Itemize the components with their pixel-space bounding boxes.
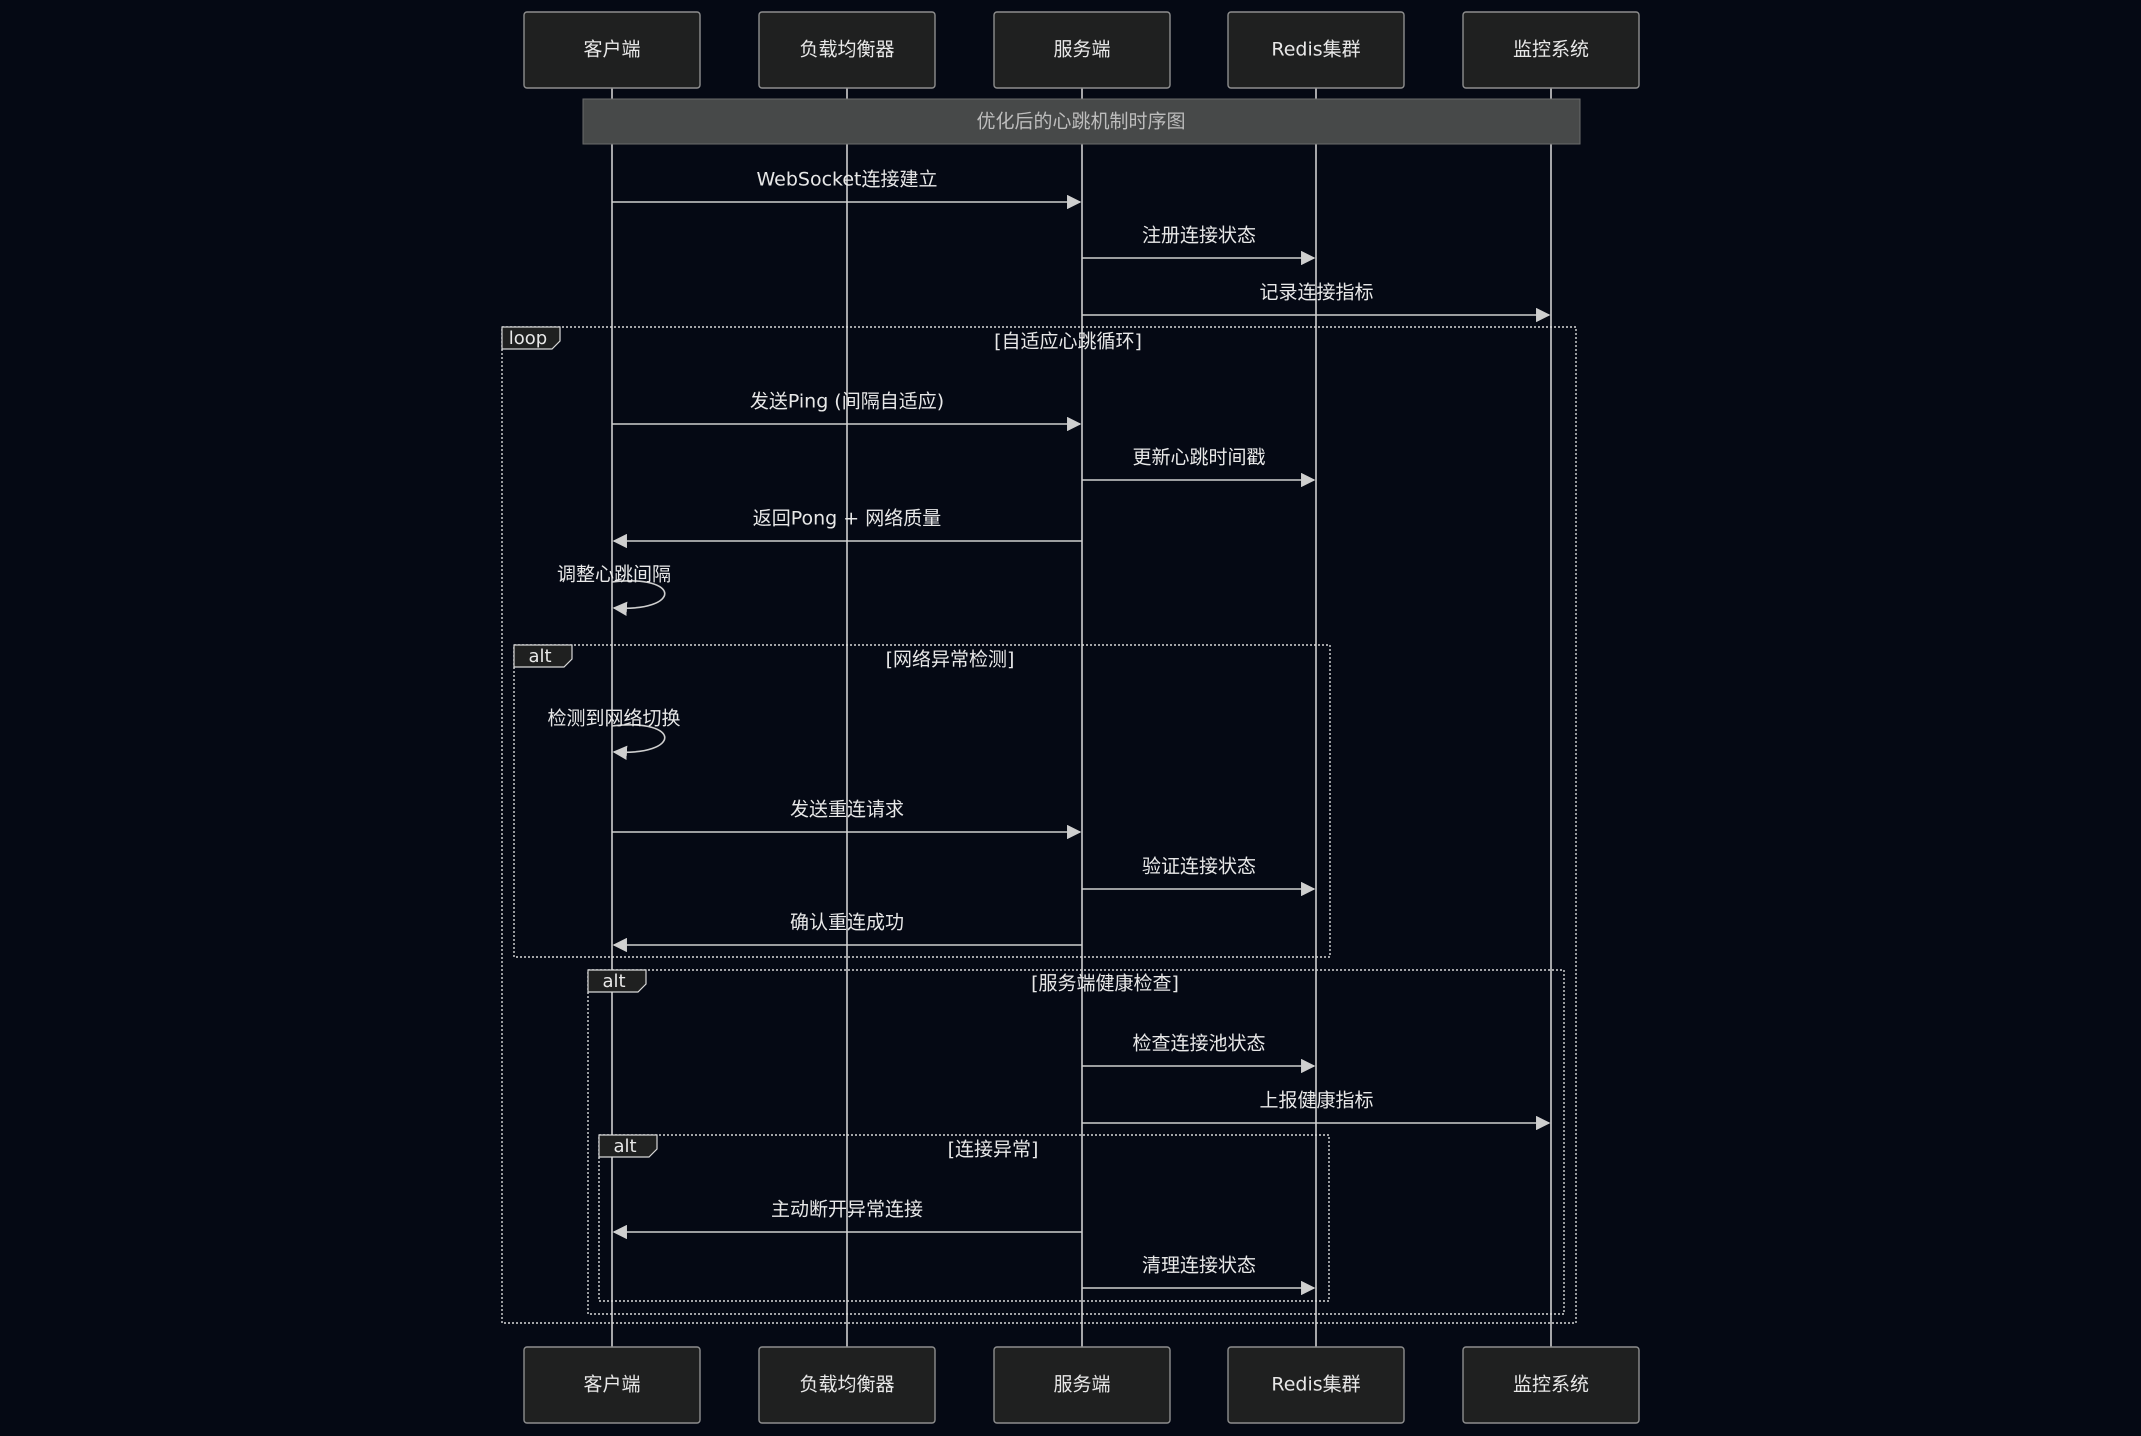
self-message-arrow: [611, 580, 666, 616]
participant-label-server: 服务端: [1053, 39, 1110, 61]
participant-box-lb-top: [758, 11, 936, 89]
participant-box-lb-bottom: [758, 1346, 936, 1424]
participant-box-redis-top: [1227, 11, 1405, 89]
message-label: 更新心跳时间戳: [1132, 447, 1265, 469]
note-banner: [582, 98, 1581, 145]
message-label: 确认重连成功: [790, 912, 904, 934]
participant-box-redis-bottom: [1227, 1346, 1405, 1424]
message-label: 返回Pong + 网络质量: [753, 508, 942, 530]
participant-box-server-top: [993, 11, 1171, 89]
participant-box-monitor-top: [1462, 11, 1640, 89]
frame-alt-box: [513, 644, 1331, 958]
participant-box-server-bottom: [993, 1346, 1171, 1424]
message-label: 清理连接状态: [1142, 1255, 1256, 1277]
frame-condition: [网络异常检测]: [886, 649, 1015, 671]
frame-alt-box: [598, 1134, 1330, 1302]
participant-label-lb: 负载均衡器: [799, 1374, 894, 1396]
message-label: 调整心跳间隔: [557, 564, 671, 586]
frame-alt-label-tab: [587, 969, 647, 993]
frame-condition: [连接异常]: [948, 1139, 1039, 1161]
frame-alt-label-tab: [598, 1134, 658, 1158]
participant-box-monitor-bottom: [1462, 1346, 1640, 1424]
message-label: 发送Ping (间隔自适应): [750, 391, 944, 413]
self-message-arrow: [611, 724, 666, 760]
message-label: 验证连接状态: [1142, 856, 1256, 878]
participant-label-server: 服务端: [1053, 1374, 1110, 1396]
frame-alt-box: [587, 969, 1565, 1315]
participant-label-client: 客户端: [583, 39, 640, 61]
participant-label-redis: Redis集群: [1271, 1374, 1360, 1396]
message-label: 上报健康指标: [1259, 1090, 1373, 1112]
frame-loop-label: loop: [509, 328, 547, 349]
participant-label-monitor: 监控系统: [1513, 1374, 1589, 1396]
message-label: 检查连接池状态: [1132, 1033, 1265, 1055]
frame-alt-label: alt: [613, 1136, 636, 1157]
frame-alt-label: alt: [602, 971, 625, 992]
frame-condition: [服务端健康检查]: [1031, 973, 1179, 995]
frame-condition: [自适应心跳循环]: [994, 331, 1142, 353]
message-label: 记录连接指标: [1259, 282, 1373, 304]
participant-label-monitor: 监控系统: [1513, 39, 1589, 61]
message-label: WebSocket连接建立: [756, 169, 937, 191]
message-label: 注册连接状态: [1142, 225, 1256, 247]
message-label: 主动断开异常连接: [771, 1199, 923, 1221]
participant-label-redis: Redis集群: [1271, 39, 1360, 61]
message-label: 检测到网络切换: [547, 708, 680, 730]
participant-box-client-top: [523, 11, 701, 89]
frame-loop-label-tab: [501, 326, 561, 350]
participant-box-client-bottom: [523, 1346, 701, 1424]
message-label: 发送重连请求: [790, 799, 904, 821]
participant-label-lb: 负载均衡器: [799, 39, 894, 61]
participant-label-client: 客户端: [583, 1374, 640, 1396]
note-text: 优化后的心跳机制时序图: [976, 111, 1185, 133]
frame-alt-label: alt: [528, 646, 551, 667]
frame-loop-box: [501, 326, 1577, 1324]
frame-alt-label-tab: [513, 644, 573, 668]
